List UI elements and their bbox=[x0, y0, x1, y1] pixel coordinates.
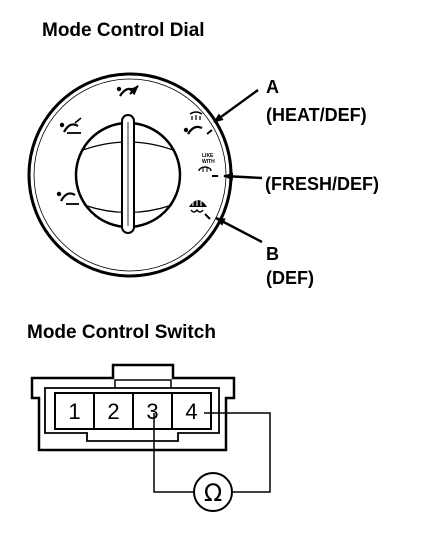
fresh-label-line2: WITH bbox=[202, 159, 215, 165]
connector-pins: 1 2 3 4 bbox=[54, 392, 212, 430]
pin-cell-1 bbox=[54, 392, 95, 430]
pin-label-1: 1 bbox=[68, 399, 80, 424]
mode-control-switch-connector: 1 2 3 4 bbox=[30, 363, 236, 452]
callout-b-letter: B bbox=[266, 244, 279, 264]
ohmmeter bbox=[193, 472, 233, 512]
callout-fresh-def: (FRESH/DEF) bbox=[223, 172, 379, 194]
probe-wire-pin4 bbox=[204, 412, 271, 493]
vent-face-feet-icon bbox=[59, 117, 82, 134]
ohmmeter-circuit: Ω bbox=[153, 412, 271, 512]
vent-face-icon bbox=[116, 85, 139, 97]
mode-control-dial: LIKE WITH bbox=[27, 72, 233, 278]
callout-a-text: (HEAT/DEF) bbox=[266, 105, 367, 125]
callout-a: A (HEAT/DEF) bbox=[213, 77, 367, 125]
callout-b: B (DEF) bbox=[215, 216, 314, 288]
pin-cell-3 bbox=[132, 392, 173, 430]
ohm-symbol: Ω bbox=[204, 479, 222, 507]
pin-label-4: 4 bbox=[185, 399, 197, 424]
probe-wire-pin3 bbox=[153, 413, 194, 493]
defrost-icon bbox=[189, 200, 207, 213]
fresh-def-icon: LIKE WITH bbox=[198, 153, 215, 172]
pin-cell-4 bbox=[171, 392, 212, 430]
callout-fresh-text: (FRESH/DEF) bbox=[265, 174, 379, 194]
fresh-label-line1: LIKE bbox=[202, 153, 214, 159]
callout-b-text: (DEF) bbox=[266, 268, 314, 288]
dial-knob bbox=[74, 114, 182, 234]
callout-a-letter: A bbox=[266, 77, 279, 97]
pin-label-3: 3 bbox=[146, 399, 158, 424]
pin-cell-2 bbox=[93, 392, 134, 430]
heat-def-icon bbox=[183, 111, 203, 135]
pin-label-2: 2 bbox=[107, 399, 119, 424]
vent-feet-icon bbox=[56, 191, 79, 205]
switch-title: Mode Control Switch bbox=[27, 322, 216, 343]
dial-title: Mode Control Dial bbox=[42, 20, 205, 41]
